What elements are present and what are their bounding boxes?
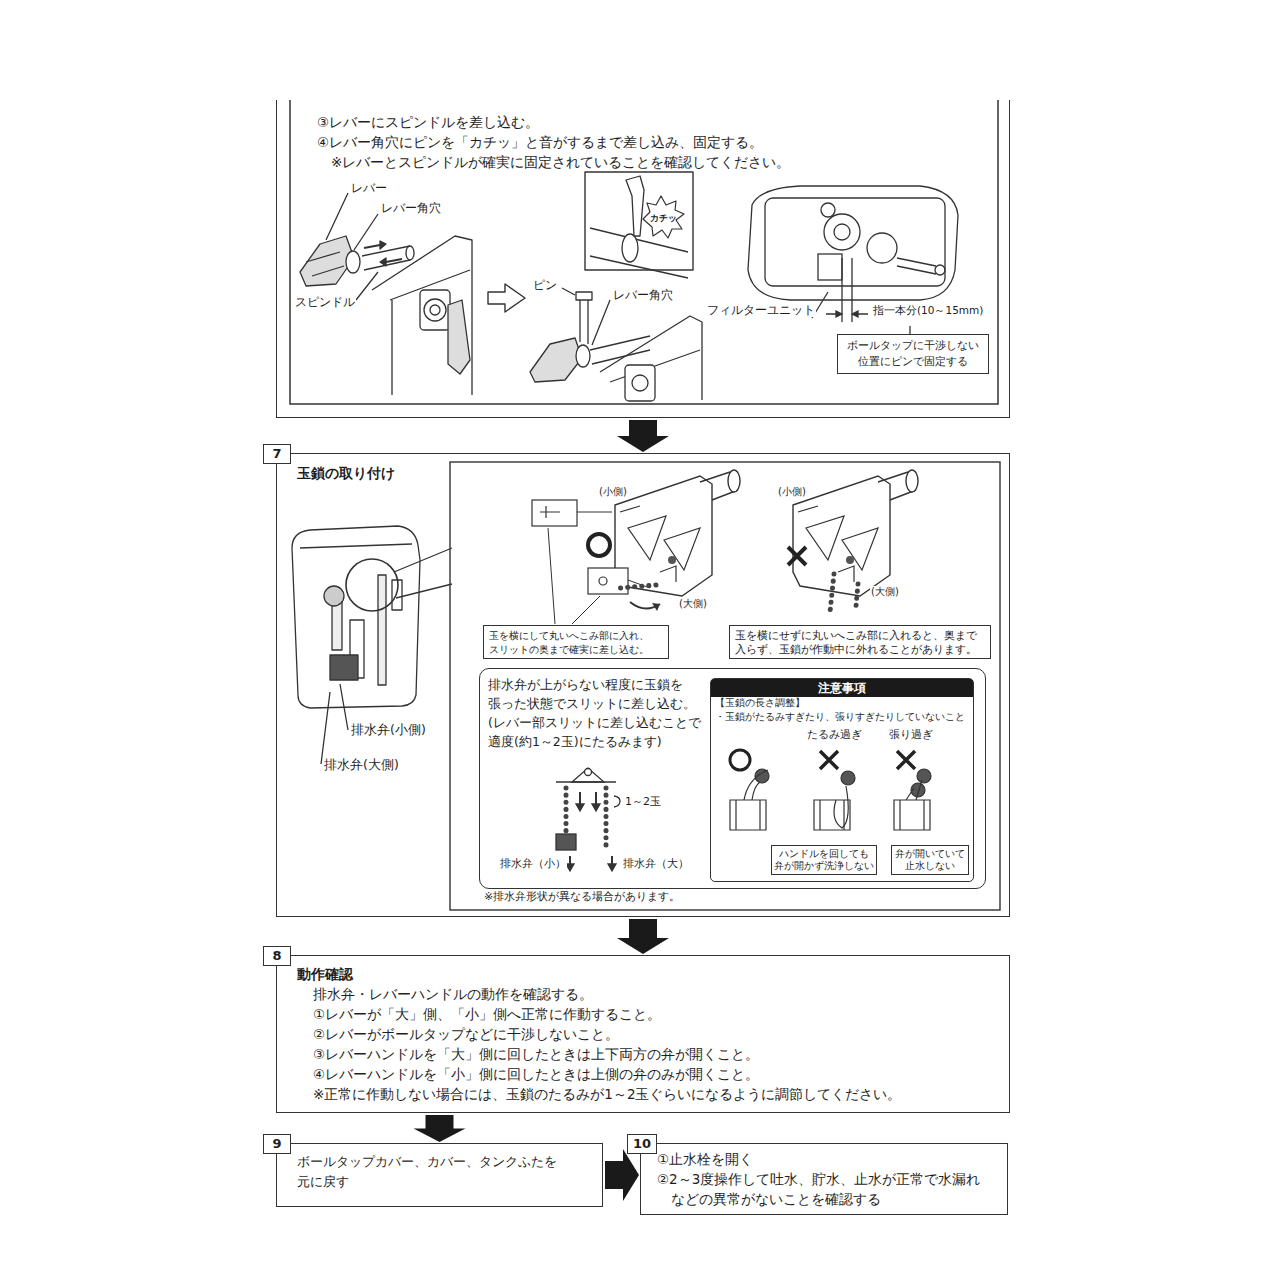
instruction-panel: 排水弁が上がらない程度に玉鎖を 張った状態でスリットに差し込む。 (レバー部スリ…: [479, 668, 986, 889]
step-panel: ③レバーにスピンドルを差し込む。④レバー角穴にピンを「カチッ」と音がするまで差し…: [276, 100, 1010, 418]
part-label: 【玉鎖の長さ調整】: [714, 697, 806, 709]
part-label: ・玉鎖がたるみすぎたり、張りすぎたりしていないこと: [714, 711, 966, 722]
part-label: スピンドル: [294, 295, 356, 309]
step-number: 7: [263, 444, 291, 464]
part-label: (大側): [678, 598, 708, 610]
body-text: ボールタップに干渉しない 位置にピンで固定する: [842, 338, 984, 370]
part-label: 排水弁（小）: [499, 857, 567, 870]
step-panel: ボールタップカバー、カバー、タンクふたを 元に戻す9: [276, 1143, 603, 1207]
part-label: ピン: [532, 278, 558, 292]
body-text: 玉を横にせずに丸いへこみ部に入れると、奥まで 入らず、玉鎖が作動中に外れることが…: [735, 628, 985, 656]
step-number: 9: [263, 1134, 291, 1154]
note-box: 玉を横にせずに丸いへこみ部に入れると、奥まで 入らず、玉鎖が作動中に外れることが…: [729, 625, 991, 659]
lever-figure-1: [300, 193, 525, 395]
body-text: ※正常に作動しない場合には、玉鎖のたるみが1～2玉ぐらいになるように調節してくだ…: [313, 1084, 989, 1104]
body-text: ④レバー角穴にピンを「カチッ」と音がするまで差し込み、固定する。: [317, 132, 989, 152]
step-panel: 玉鎖の取り付け7玉を横にして丸いへこみ部に入れ、 スリットの奥まで確実に差し込む…: [276, 453, 1010, 917]
tank-top-view: [748, 186, 958, 334]
body-text: ③レバーにスピンドルを差し込む。: [317, 112, 989, 132]
step-heading: 動作確認: [297, 964, 989, 984]
body-text: ④レバーハンドルを「小」側に回したときは上側の弁のみが開くこと。: [313, 1064, 989, 1084]
note-box: 玉を横にして丸いへこみ部に入れ、 スリットの奥まで確実に差し込む。: [483, 625, 669, 659]
part-label: 排水弁(大側): [323, 757, 400, 772]
lever-figure-2: [530, 172, 702, 401]
body-text: ※レバーとスピンドルが確実に固定されていることを確認してください。: [331, 152, 989, 172]
step-heading: 10: [628, 1135, 656, 1152]
part-label: (小側): [598, 486, 628, 498]
body-text: 排水弁・レバーハンドルの動作を確認する。: [313, 984, 989, 1004]
caution-heading: 注意事項: [711, 679, 973, 697]
tank-figure: [292, 526, 452, 764]
body-text: ③レバーハンドルを「大」側に回したときは上下両方の弁が開くこと。: [313, 1044, 989, 1064]
part-label: (小側): [777, 486, 807, 498]
body-text: ①レバーが「大」側、「小」側へ正常に作動すること。: [313, 1004, 989, 1024]
flow-arrow: [617, 919, 669, 954]
flow-arrow: [617, 420, 669, 452]
valve-figure-ng: [788, 470, 918, 612]
caption-box: 弁が開いていて 止水しない: [891, 845, 969, 875]
step-heading: 8: [264, 947, 290, 964]
body-text: ②レバーがボールタップなどに干渉しないこと。: [313, 1024, 989, 1044]
body-text: 玉を横にして丸いへこみ部に入れ、 スリットの奥まで確実に差し込む。: [489, 628, 663, 656]
body-text: ハンドルを回しても 弁が開かず洗浄しない: [774, 848, 874, 872]
body-text: ①止水栓を開く: [657, 1149, 995, 1169]
part-label: カチッ: [649, 213, 678, 224]
body-text: 排水弁が上がらない程度に玉鎖を 張った状態でスリットに差し込む。 (レバー部スリ…: [488, 675, 720, 751]
step-number: 10: [627, 1134, 657, 1154]
step6-frame: [290, 100, 998, 404]
part-label: レバー角穴: [380, 201, 442, 215]
part-label: レバー: [350, 181, 388, 195]
part-label: 1～2玉: [624, 795, 662, 808]
part-label: フィルターユニット: [706, 303, 816, 317]
part-label: 排水弁(小側): [350, 722, 427, 737]
body-text: ボールタップカバー、カバー、タンクふたを 元に戻す: [297, 1152, 578, 1192]
body-text: 弁が開いていて 止水しない: [894, 848, 966, 872]
step-number: 8: [263, 946, 291, 966]
part-label: 張り過ぎ: [888, 728, 934, 741]
part-label: たるみ過ぎ: [806, 728, 863, 741]
flow-arrow: [414, 1115, 466, 1142]
part-label: 指一本分(10～15mm): [872, 304, 984, 317]
part-label: (大側): [870, 586, 900, 598]
part-label: 排水弁（大）: [622, 857, 690, 870]
part-label: ※排水弁形状が異なる場合があります。: [483, 890, 681, 903]
chain-panel: [450, 462, 1000, 910]
step-panel: 動作確認排水弁・レバーハンドルの動作を確認する。①レバーが「大」側、「小」側へ正…: [276, 955, 1010, 1113]
flow-arrow: [605, 1149, 639, 1201]
body-text: ②2～3度操作して吐水、貯水、止水が正常で水漏れ などの異常がないことを確認する: [657, 1169, 995, 1209]
step-heading: 9: [264, 1135, 290, 1152]
caption-box: ハンドルを回しても 弁が開かず洗浄しない: [771, 845, 877, 875]
valve-figure-ok: [532, 470, 740, 624]
step-heading: 7: [264, 445, 290, 462]
step-panel: ①止水栓を開く②2～3度操作して吐水、貯水、止水が正常で水漏れ などの異常がない…: [640, 1143, 1008, 1215]
part-label: レバー角穴: [612, 288, 674, 302]
caution-box: 注意事項ハンドルを回しても 弁が開かず洗浄しない弁が開いていて 止水しない: [710, 678, 974, 882]
step-heading: 玉鎖の取り付け: [297, 463, 989, 483]
chain-slack-figure: [556, 768, 620, 871]
note-box: ボールタップに干渉しない 位置にピンで固定する: [837, 334, 989, 374]
chain-length-figures: [730, 750, 931, 830]
